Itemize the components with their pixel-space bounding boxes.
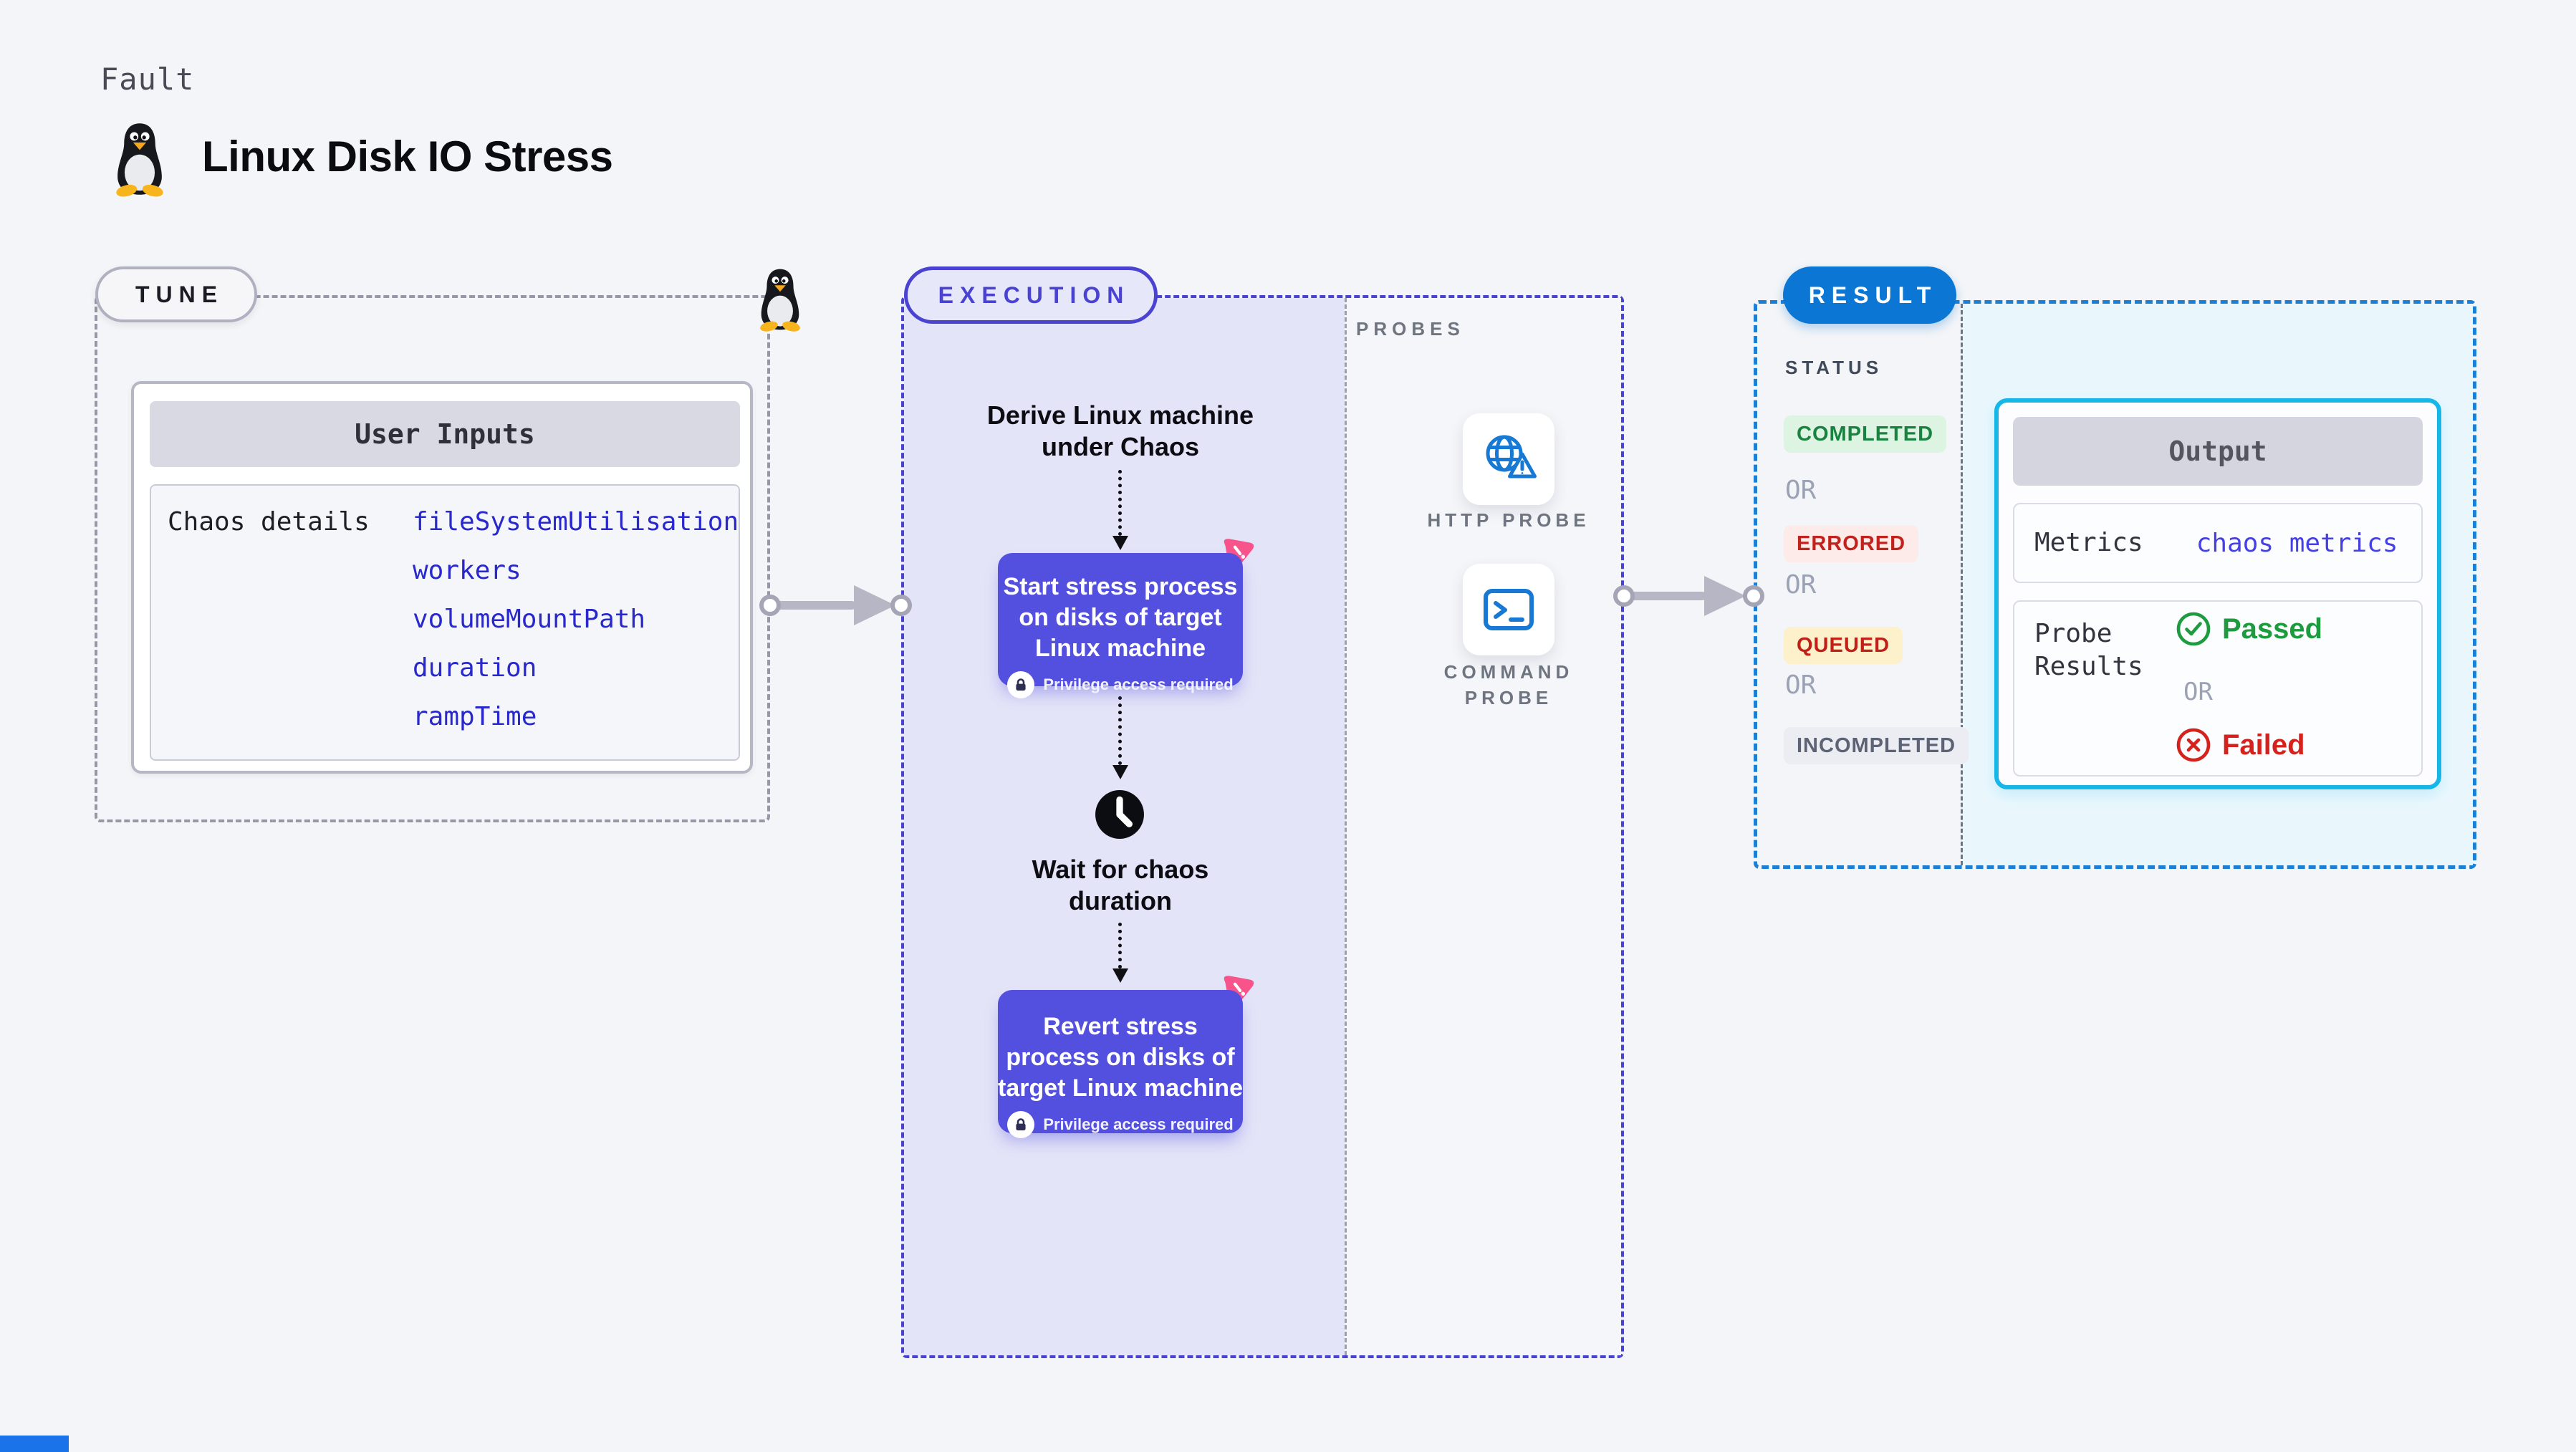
tune-pill: TUNE	[95, 266, 257, 322]
input-value: rampTime	[413, 702, 537, 731]
page-title: Linux Disk IO Stress	[202, 133, 613, 181]
terminal-icon	[1484, 589, 1534, 630]
x-circle-icon	[2176, 728, 2211, 762]
input-value: volumeMountPath	[413, 605, 646, 634]
flow-arrowhead-icon	[1112, 765, 1128, 779]
check-circle-icon	[2176, 612, 2211, 646]
privilege-note: Privilege access required	[1043, 1115, 1234, 1133]
failed-label: Failed	[2222, 729, 2305, 761]
or-label: OR	[1785, 570, 1817, 600]
flow-arrowhead-icon	[1112, 536, 1128, 550]
lock-icon	[1007, 671, 1035, 698]
clock-icon	[1095, 790, 1144, 839]
http-probe-card	[1463, 413, 1554, 505]
execution-pill: EXECUTION	[904, 266, 1158, 324]
command-probe-card	[1463, 564, 1554, 655]
connector-node-icon	[759, 595, 781, 616]
output-title: Output	[2168, 436, 2267, 467]
connector-arrowhead-icon	[1704, 576, 1746, 616]
probes-section-label: PROBES	[1356, 318, 1465, 340]
or-label: OR	[1785, 476, 1817, 505]
passed-label: Passed	[2222, 612, 2323, 645]
http-probe-label: HTTP PROBE	[1427, 509, 1590, 531]
probe-results-row: Probe Results Passed OR Failed	[2013, 600, 2423, 777]
tune-zone	[95, 295, 770, 822]
user-inputs-title: User Inputs	[355, 418, 535, 450]
or-label: OR	[2183, 678, 2213, 706]
status-badge-errored: ERRORED	[1784, 525, 1919, 562]
wait-step-text: Wait for chaos duration	[1032, 855, 1209, 915]
fault-eyebrow: Fault	[100, 62, 195, 97]
start-stress-action-box: Start stress process on disks of target …	[998, 553, 1243, 698]
status-badge-incompleted: INCOMPLETED	[1784, 727, 1969, 764]
connector-line-exec-result	[1624, 592, 1706, 600]
output-header: Output	[2013, 417, 2423, 486]
probes-divider	[1345, 298, 1347, 1355]
connector-node-icon	[1613, 585, 1635, 607]
flow-arrow-line	[1118, 923, 1122, 968]
output-card: Output Metrics chaos metrics Probe Resul…	[1994, 398, 2441, 789]
status-badge-completed: COMPLETED	[1784, 415, 1947, 453]
input-value: workers	[413, 556, 522, 585]
status-badge-queued: QUEUED	[1784, 627, 1903, 664]
chaos-details-panel: Chaos details fileSystemUtilisation work…	[150, 484, 740, 761]
user-inputs-header: User Inputs	[150, 401, 740, 467]
connector-arrowhead-icon	[854, 585, 895, 625]
linux-tux-corner-icon	[759, 269, 802, 332]
result-divider	[1961, 304, 1963, 865]
result-pill: RESULT	[1783, 266, 1956, 324]
execution-pill-label: EXECUTION	[938, 282, 1130, 308]
status-label: STATUS	[1785, 357, 1883, 378]
connector-line-tune-exec	[770, 601, 856, 610]
flow-arrow-line	[1118, 696, 1122, 765]
probe-results-label: Probe Results	[2034, 619, 2143, 681]
metrics-row: Metrics chaos metrics	[2013, 503, 2423, 583]
result-pill-label: RESULT	[1808, 282, 1938, 308]
bottom-left-blue-strip	[0, 1436, 69, 1452]
input-value: duration	[413, 653, 537, 683]
lock-icon	[1007, 1111, 1035, 1138]
revert-stress-action-box: Revert stress process on disks of target…	[998, 990, 1243, 1138]
failed-result: Failed	[2176, 728, 2305, 762]
flow-arrow-line	[1118, 470, 1122, 536]
linux-tux-icon	[115, 123, 165, 198]
connector-node-icon	[1743, 585, 1764, 607]
flow-arrowhead-icon	[1112, 968, 1128, 983]
command-probe-label: COMMAND PROBE	[1443, 661, 1574, 708]
user-inputs-card: User Inputs Chaos details fileSystemUtil…	[131, 381, 753, 774]
chaos-metrics-link: chaos metrics	[2196, 528, 2398, 558]
chaos-details-label: Chaos details	[168, 507, 370, 537]
derive-step-text: Derive Linux machine under Chaos	[986, 400, 1254, 461]
globe-warning-icon	[1486, 435, 1537, 479]
tune-pill-label: TUNE	[135, 281, 224, 307]
passed-result: Passed	[2176, 612, 2322, 646]
connector-node-icon	[890, 595, 912, 616]
input-value: fileSystemUtilisation	[413, 507, 739, 537]
or-label: OR	[1785, 670, 1817, 700]
metrics-label: Metrics	[2034, 528, 2143, 557]
privilege-note: Privilege access required	[1043, 675, 1234, 693]
